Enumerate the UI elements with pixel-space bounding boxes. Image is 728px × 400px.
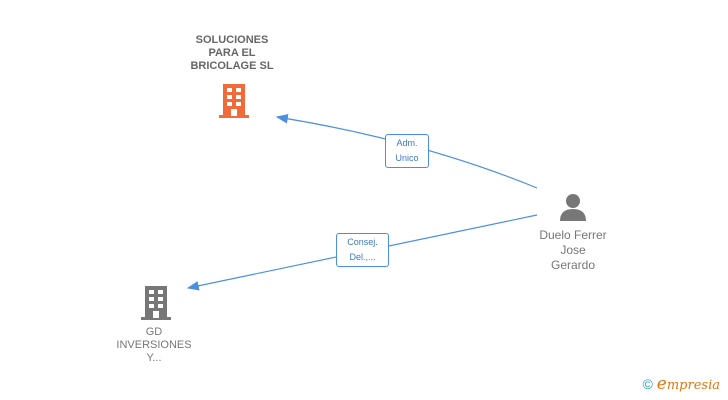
- edge-label-line: Adm.: [396, 138, 418, 148]
- copyright-icon: ©: [642, 376, 653, 392]
- company-node-gd-inversiones[interactable]: GD INVERSIONES Y...: [106, 326, 202, 365]
- company-name-line: PARA EL: [208, 47, 256, 59]
- empresia-logo[interactable]: ©empresia: [642, 374, 720, 394]
- person-icon[interactable]: [558, 192, 588, 222]
- edge-label-line: Del.,...: [349, 252, 376, 262]
- edge-label-line: Consej.: [347, 237, 378, 247]
- building-icon[interactable]: [218, 84, 250, 118]
- person-name-line: Gerardo: [550, 258, 596, 272]
- company-node-soluciones[interactable]: SOLUCIONES PARA EL BRICOLAGE SL: [172, 34, 292, 73]
- brand-initial: e: [656, 374, 667, 394]
- company-name-line: INVERSIONES: [116, 339, 192, 351]
- edge-label-line: Unico: [395, 153, 419, 163]
- company-name-line: SOLUCIONES: [195, 34, 269, 46]
- brand-name: mpresia: [666, 378, 720, 393]
- person-name-line: Jose: [560, 243, 586, 257]
- company-name-line: Y...: [146, 352, 162, 364]
- company-name-line: GD: [145, 326, 163, 338]
- person-name-line: Duelo Ferrer: [539, 228, 607, 242]
- company-name-line: BRICOLAGE SL: [190, 60, 274, 72]
- person-node-duelo-ferrer[interactable]: Duelo Ferrer Jose Gerardo: [523, 228, 623, 273]
- edge-label-consej-del[interactable]: Consej. Del.,...: [336, 233, 389, 267]
- building-icon[interactable]: [140, 286, 172, 320]
- edge-label-adm-unico[interactable]: Adm. Unico: [385, 134, 429, 168]
